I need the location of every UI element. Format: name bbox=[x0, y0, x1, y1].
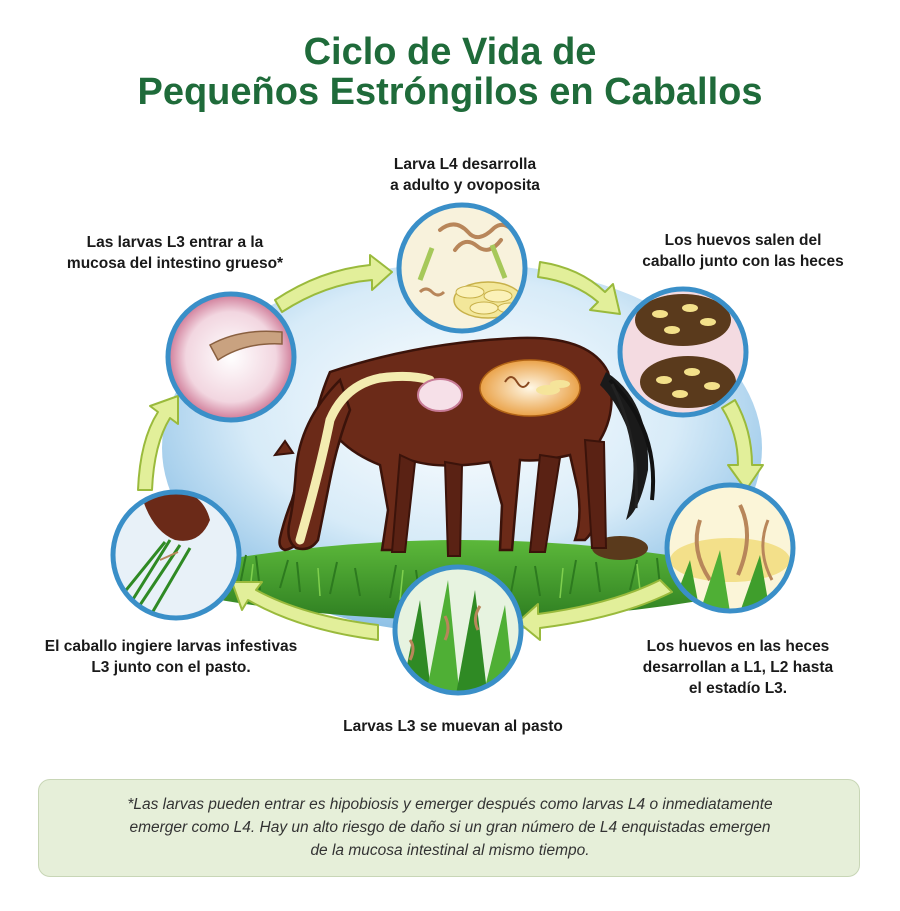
label-pasture: Larvas L3 se muevan al pasto bbox=[318, 716, 588, 737]
label-eggs-line2: caballo junto con las heces bbox=[642, 253, 844, 270]
horse-illustration bbox=[272, 336, 656, 557]
stage-circle-adult bbox=[396, 202, 528, 334]
label-ingest-line1: El caballo ingiere larvas infestivas bbox=[44, 638, 298, 655]
label-dev-line1: Los huevos en las heces bbox=[646, 638, 830, 655]
stage-circle-pasture bbox=[392, 564, 524, 696]
page-title-line2: Pequeños Estróngilos en Caballos bbox=[137, 71, 763, 113]
footnote-line1: *Las larvas pueden entrar es hipobiosis … bbox=[127, 796, 773, 813]
page-title-line1: Ciclo de Vida de bbox=[303, 31, 597, 73]
cycle-arrows bbox=[137, 254, 764, 641]
stage-circle-mucosa bbox=[165, 291, 297, 423]
stage-circle-ingestion bbox=[110, 489, 242, 621]
label-adult-stage: Larva L4 desarrolla a adulto y ovoposita bbox=[380, 154, 550, 196]
label-ingestion: El caballo ingiere larvas infestivas L3 … bbox=[16, 636, 326, 678]
stage-circle-eggs-feces bbox=[617, 286, 749, 418]
stage-circle-larval-development bbox=[664, 482, 796, 614]
label-adult-line2: a adulto y ovoposita bbox=[390, 177, 540, 194]
label-ingest-line2: L3 junto con el pasto. bbox=[91, 659, 251, 676]
label-mucosa-line1: Las larvas L3 entrar a la bbox=[86, 234, 264, 251]
label-mucosa-line2: mucosa del intestino grueso* bbox=[66, 255, 284, 272]
footnote-box: *Las larvas pueden entrar es hipobiosis … bbox=[38, 779, 860, 877]
footnote-text: *Las larvas pueden entrar es hipobiosis … bbox=[79, 793, 821, 862]
label-pasture-line1: Larvas L3 se muevan al pasto bbox=[343, 718, 563, 735]
footnote-line2: emerger como L4. Hay un alto riesgo de d… bbox=[129, 819, 771, 836]
label-adult-line1: Larva L4 desarrolla bbox=[393, 156, 537, 173]
label-eggs-feces: Los huevos salen del caballo junto con l… bbox=[618, 230, 868, 272]
label-dev-line3: el estadío L3. bbox=[688, 680, 788, 697]
label-dev-line2: desarrollan a L1, L2 hasta bbox=[642, 659, 834, 676]
label-eggs-line1: Los huevos salen del bbox=[664, 232, 822, 249]
label-larval-development: Los huevos en las heces desarrollan a L1… bbox=[618, 636, 858, 699]
footnote-line3: de la mucosa intestinal al mismo tiempo. bbox=[310, 842, 590, 859]
label-mucosa: Las larvas L3 entrar a la mucosa del int… bbox=[40, 232, 310, 274]
